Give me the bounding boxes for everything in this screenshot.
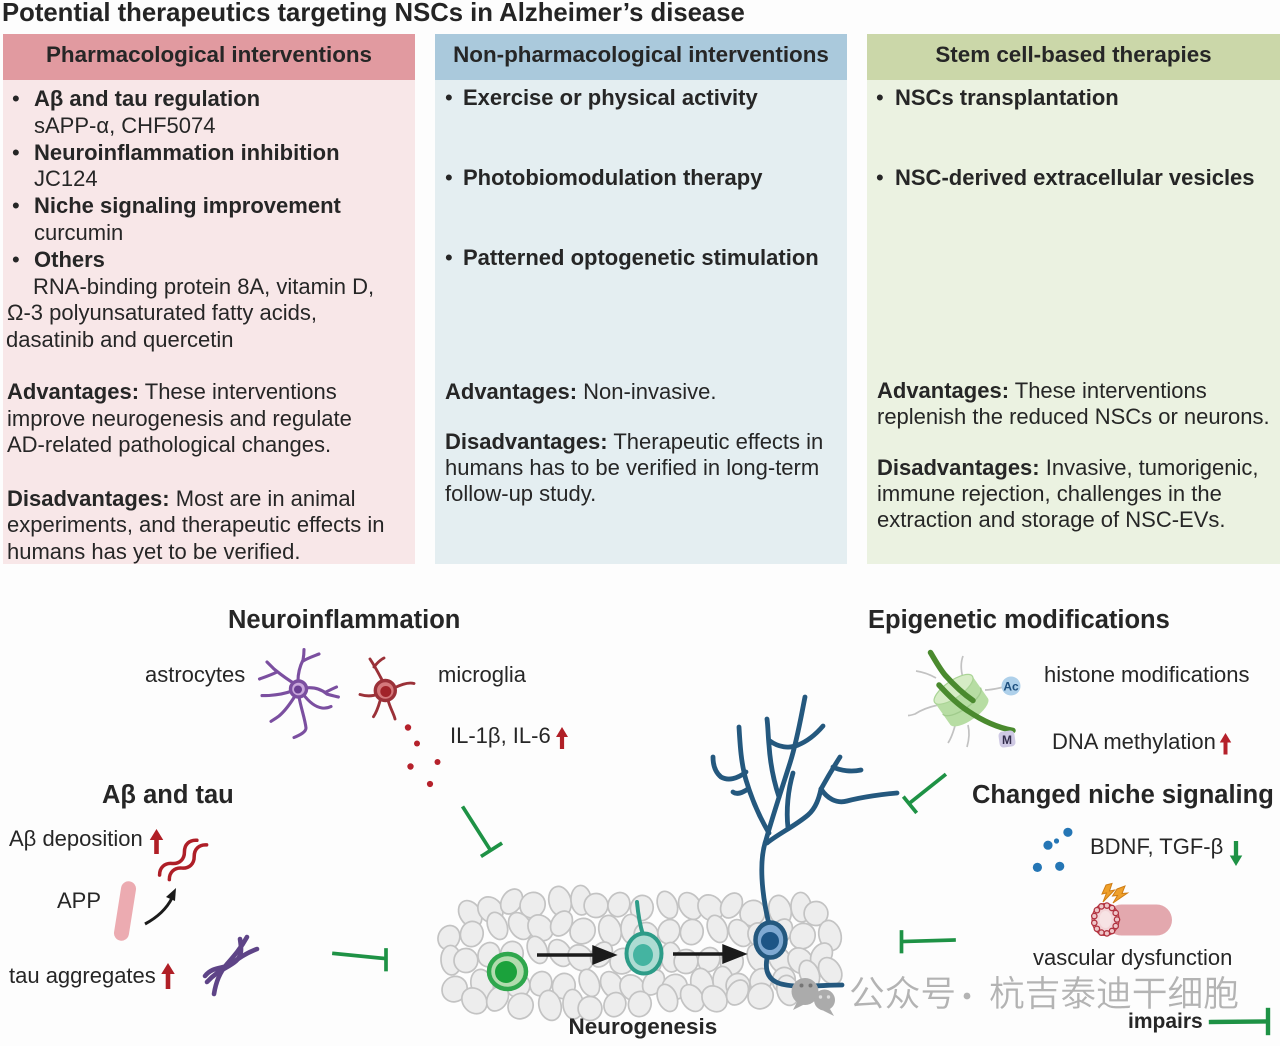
svg-text:Ac: Ac: [1003, 680, 1019, 694]
svg-text:M: M: [1002, 733, 1012, 747]
